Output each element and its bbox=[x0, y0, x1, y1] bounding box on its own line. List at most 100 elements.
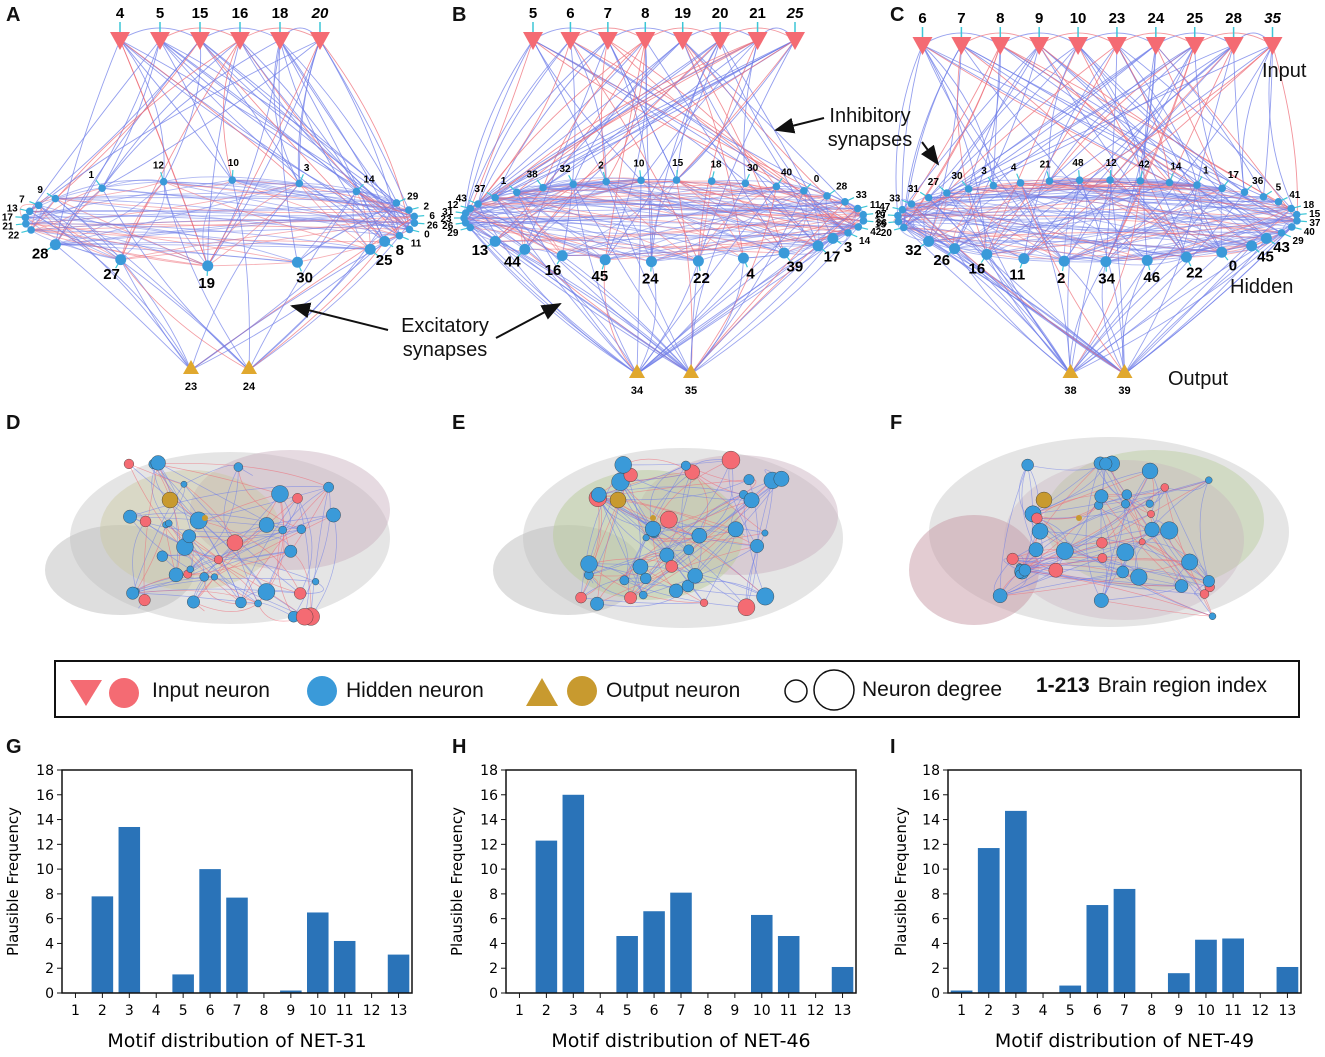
synapse bbox=[299, 183, 371, 250]
brain-hidden-neuron bbox=[639, 590, 648, 600]
synapse bbox=[465, 212, 692, 375]
synapse bbox=[922, 44, 1170, 183]
hidden-neuron-label: 29 bbox=[407, 191, 419, 202]
synapse bbox=[897, 215, 1125, 375]
bar-motif-2 bbox=[977, 848, 1000, 993]
brain-input-neuron bbox=[1031, 512, 1043, 524]
brain-synapse bbox=[630, 472, 693, 599]
brain-input-neuron bbox=[294, 587, 307, 600]
synapse bbox=[470, 198, 845, 209]
hidden-neuron-label: 8 bbox=[396, 242, 404, 259]
bar-motif-7 bbox=[670, 892, 692, 993]
brain-synapse bbox=[175, 514, 334, 576]
synapse bbox=[1194, 44, 1223, 189]
hidden-neuron-label: 32 bbox=[559, 164, 571, 175]
brain-synapse bbox=[190, 528, 302, 570]
hidden-neuron-label: 27 bbox=[876, 209, 888, 220]
hidden-neuron-label: 31 bbox=[442, 207, 454, 218]
hidden-neuron-label: 15 bbox=[1309, 209, 1321, 220]
synapse bbox=[1124, 238, 1267, 375]
synapse bbox=[636, 252, 785, 375]
synapse bbox=[636, 257, 744, 375]
excitatory-arrow-a bbox=[290, 302, 389, 331]
panel-label-h: H bbox=[452, 736, 467, 758]
brain-synapse bbox=[1019, 529, 1153, 575]
brain-synapse bbox=[153, 463, 181, 575]
synapse bbox=[477, 203, 692, 375]
synapse bbox=[516, 191, 859, 228]
brain-synapse bbox=[999, 464, 1028, 596]
synapse bbox=[120, 39, 241, 260]
hidden-neuron-label: 26 bbox=[442, 221, 454, 232]
hidden-neuron-C bbox=[899, 223, 908, 232]
synapse bbox=[902, 207, 1297, 222]
synapse bbox=[1196, 44, 1235, 186]
brain-synapse bbox=[1036, 493, 1127, 519]
synapse bbox=[297, 191, 357, 263]
synapse bbox=[1049, 44, 1196, 182]
x-tick-label: 8 bbox=[1147, 1003, 1156, 1019]
synapse bbox=[1063, 260, 1125, 375]
hidden-neuron-B bbox=[812, 240, 824, 252]
synapse bbox=[1101, 261, 1125, 375]
brain-synapse bbox=[1000, 571, 1123, 597]
y-tick-label: 18 bbox=[922, 763, 940, 779]
synapse bbox=[698, 245, 819, 262]
x-tick-label: 8 bbox=[259, 1003, 268, 1019]
brain-f-neurons bbox=[992, 455, 1217, 620]
synapse bbox=[1069, 261, 1107, 375]
synapse bbox=[1169, 182, 1223, 253]
synapse bbox=[352, 191, 371, 250]
y-tick-label: 12 bbox=[922, 837, 940, 853]
brain-synapse bbox=[1164, 487, 1210, 582]
brain-hidden-neuron bbox=[669, 583, 684, 598]
brain-synapse bbox=[588, 563, 766, 597]
input-neuron-B bbox=[635, 32, 656, 50]
synapse bbox=[516, 177, 642, 193]
hidden-neuron-C bbox=[898, 205, 907, 214]
brain-hidden-neuron bbox=[1202, 575, 1215, 588]
input-neuron-label: 28 bbox=[1225, 10, 1242, 27]
synapse bbox=[954, 180, 1050, 249]
synapse bbox=[55, 39, 201, 199]
brain-hidden-neuron bbox=[284, 544, 298, 558]
brain-synapse bbox=[1021, 464, 1037, 550]
hidden-neuron-C bbox=[1287, 204, 1296, 213]
brain-hidden-neuron bbox=[150, 455, 166, 471]
hidden-neuron-label: 43 bbox=[456, 193, 468, 204]
synapse bbox=[470, 208, 819, 247]
panel-label-e: E bbox=[452, 412, 466, 434]
hidden-neuron-B bbox=[844, 229, 852, 237]
hidden-neuron-label: 42 bbox=[1139, 159, 1151, 170]
y-tick-label: 8 bbox=[45, 887, 54, 903]
hidden-neuron-label: 46 bbox=[1143, 269, 1160, 286]
hidden-neuron-B bbox=[672, 176, 681, 184]
hidden-neuron-C bbox=[981, 248, 993, 260]
synapse bbox=[897, 215, 1071, 375]
input-neuron-C bbox=[1262, 37, 1283, 55]
input-neuron-label: 7 bbox=[604, 5, 612, 22]
brain-synapse bbox=[153, 463, 281, 495]
brain-synapse bbox=[297, 498, 313, 594]
y-axis-label: Plausible Frequency bbox=[892, 807, 910, 956]
brain-output-neuron bbox=[1035, 491, 1053, 509]
output-neuron-B bbox=[629, 364, 645, 378]
x-axis-label: Motif distribution of NET-49 bbox=[995, 1030, 1254, 1052]
synapse bbox=[356, 191, 400, 236]
hidden-neuron-label: 40 bbox=[781, 168, 793, 179]
output-neuron-label: 39 bbox=[1118, 385, 1130, 397]
brain-hidden-neuron bbox=[1116, 543, 1135, 562]
hidden-neuron-label: 28 bbox=[836, 182, 848, 193]
hidden-neuron-B bbox=[461, 209, 470, 218]
hidden-neuron-label: 40 bbox=[1304, 227, 1316, 238]
brain-output-neuron bbox=[650, 515, 656, 521]
synapse bbox=[922, 44, 1170, 183]
bar-motif-11 bbox=[333, 940, 356, 993]
hidden-neuron-C bbox=[1045, 177, 1054, 185]
hidden-neuron-B bbox=[466, 223, 475, 232]
synapse bbox=[1079, 179, 1170, 184]
brain-input-neuron bbox=[1048, 562, 1064, 578]
brain-output-neuron bbox=[202, 515, 208, 521]
